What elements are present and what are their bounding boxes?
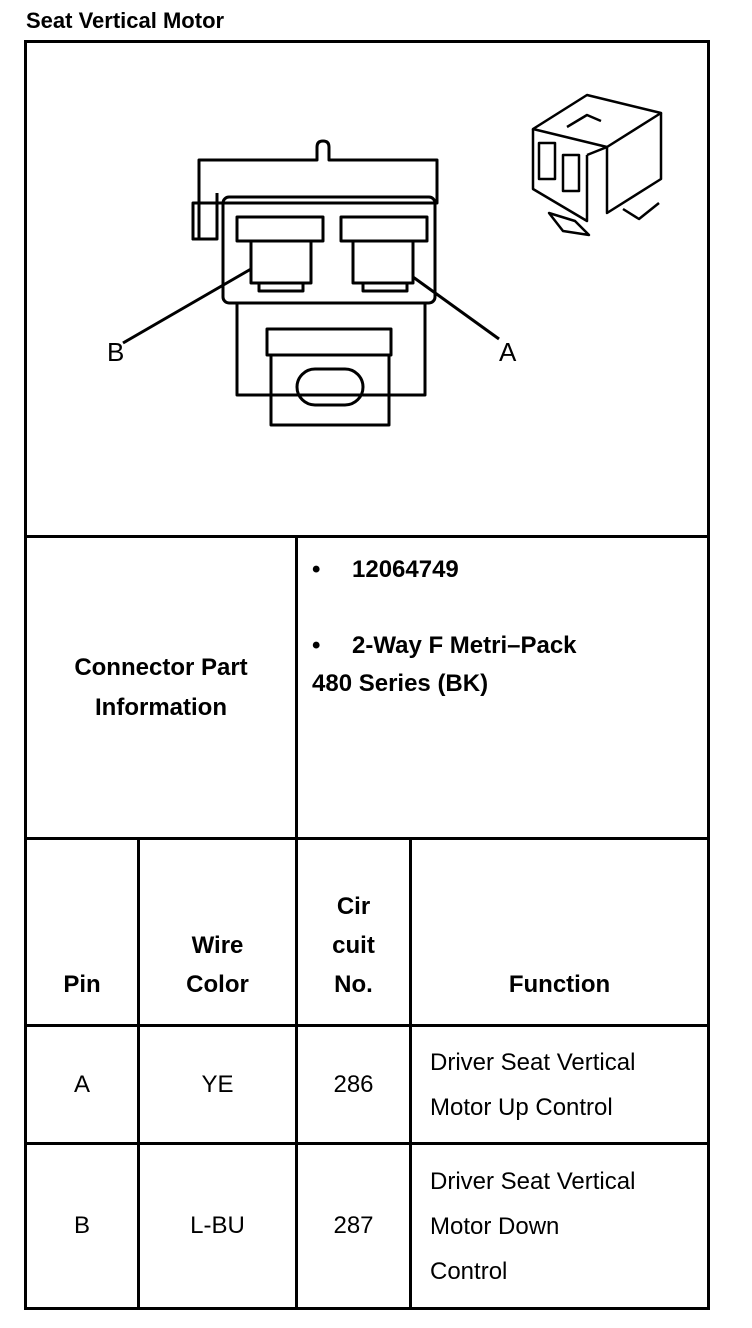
connector-description-line2: 480 Series (BK) [312, 670, 489, 697]
header-wire-color: Wire Color [186, 932, 249, 998]
bullet-icon: • [312, 632, 321, 659]
row-b-pin: B [73, 1212, 90, 1239]
divider [27, 535, 707, 538]
divider [27, 1024, 707, 1027]
connector-inner-body [221, 195, 437, 305]
header-pin: Pin [63, 971, 101, 998]
connector-isometric-view [531, 93, 663, 237]
bullet-icon: • [312, 556, 321, 583]
connector-info-list: • 12064749 • 2-Way F Metri–Pack 480 Seri… [312, 556, 702, 708]
row-a-circuit: 286 [333, 1070, 374, 1098]
pin-label-b: B [107, 337, 124, 367]
row-b-circuit: 287 [333, 1212, 374, 1239]
connector-sheet: B A Connector Part Information Pin Wire … [24, 40, 710, 1310]
connector-info-label: Connector Part Information [74, 653, 248, 721]
list-item: • 2-Way F Metri–Pack [312, 632, 702, 670]
row-a-function: Driver Seat Vertical Motor Up Control [430, 1048, 636, 1121]
connector-latch [235, 303, 427, 397]
pin-label-a: A [499, 337, 517, 367]
divider [27, 1142, 707, 1145]
part-number: 12064749 [352, 556, 459, 583]
row-a-wire-color: YE [201, 1070, 234, 1098]
row-b-function: Driver Seat Vertical Motor Down Control [430, 1167, 636, 1285]
page-title: Seat Vertical Motor [26, 8, 225, 33]
divider [409, 837, 412, 1307]
header-function: Function [508, 971, 611, 998]
row-a-pin: A [73, 1070, 90, 1098]
divider [137, 837, 140, 1307]
divider [295, 837, 298, 1307]
list-item: • 12064749 [312, 556, 702, 594]
pin-a-leader [412, 275, 500, 341]
pin-b-leader [122, 267, 252, 345]
row-b-wire-color: L-BU [190, 1212, 245, 1239]
connector-diagram: B A [107, 93, 663, 427]
connector-description-line1: 2-Way F Metri–Pack [352, 632, 577, 659]
connector-housing [191, 139, 439, 241]
divider [295, 535, 298, 837]
header-circuit-number: Cir cuit No. [332, 893, 375, 998]
divider [27, 837, 707, 840]
